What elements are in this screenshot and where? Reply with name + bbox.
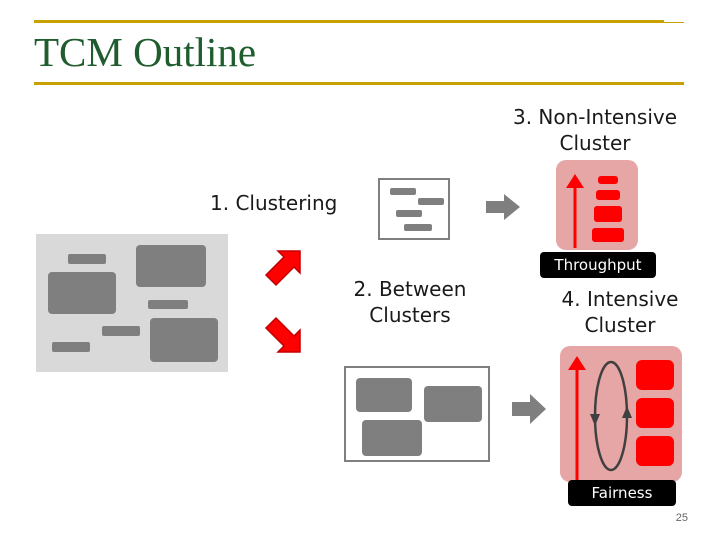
thread-block-red <box>636 360 674 390</box>
thread-block-red <box>592 228 624 242</box>
thread-block-red <box>596 190 620 200</box>
title-rule-bottom <box>34 82 684 85</box>
throughput-label: Throughput <box>540 252 656 278</box>
arrow-diagonal-icon <box>264 316 301 353</box>
thread-block <box>68 254 106 264</box>
label-clustering: 1. Clustering <box>210 191 338 215</box>
cluster-block <box>362 420 422 456</box>
label-intensive: 4. Intensive Cluster <box>561 287 679 337</box>
label-non-intensive: 3. Non-Intensive Cluster <box>512 105 678 155</box>
cluster-block <box>424 386 482 422</box>
thread-block-red <box>598 176 618 184</box>
fairness-label: Fairness <box>568 480 676 506</box>
arrow-diagonal-icon <box>264 250 301 287</box>
sorted-block <box>390 188 416 195</box>
label-between-clusters: 2. Between Clusters <box>353 277 467 327</box>
intensive-cluster-box <box>560 346 682 482</box>
thread-block <box>136 245 206 287</box>
cycle-arrow-icon <box>590 360 632 472</box>
thread-block <box>148 300 188 309</box>
thread-block-red <box>636 436 674 466</box>
non-intensive-cluster-box <box>556 160 638 250</box>
page-number: 25 <box>675 512 688 524</box>
cluster-block <box>356 378 412 412</box>
title-rule-top-tick <box>664 22 684 23</box>
title-rule-top <box>34 20 664 23</box>
sorted-block <box>404 224 432 231</box>
thread-block-red <box>594 206 622 222</box>
slide-title: TCM Outline <box>34 29 257 75</box>
thread-block <box>150 318 218 362</box>
clustering-box <box>378 178 450 240</box>
between-clusters-box <box>344 366 490 462</box>
threads-panel <box>36 234 228 372</box>
arrow-up-icon <box>568 356 586 480</box>
sorted-block <box>396 210 422 217</box>
thread-block <box>52 342 90 352</box>
arrow-up-icon <box>566 174 584 248</box>
thread-block-red <box>636 398 674 428</box>
sorted-block <box>418 198 444 205</box>
arrow-right-icon <box>486 194 520 220</box>
arrow-right-icon <box>512 394 546 424</box>
thread-block <box>102 326 140 336</box>
thread-block <box>48 272 116 314</box>
